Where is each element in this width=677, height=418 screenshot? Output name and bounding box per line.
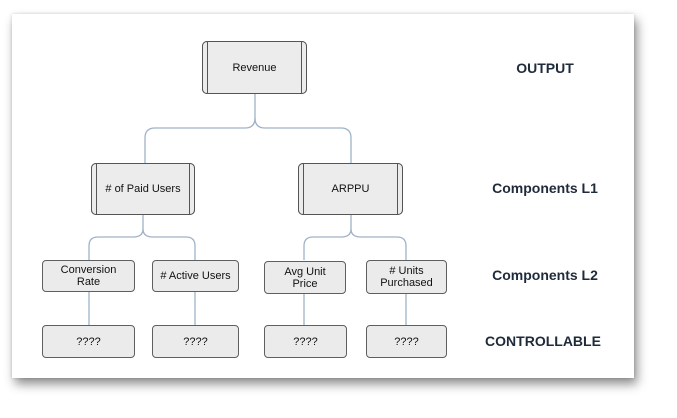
controllable-label-1: ????: [76, 335, 101, 348]
level-label-components-l2: Components L2: [492, 267, 598, 283]
avg-unit-price-node[interactable]: Avg Unit Price: [264, 261, 346, 294]
avg-unit-price-label: Avg Unit Price: [284, 265, 326, 290]
conversion-rate-label: Conversion Rate: [60, 264, 117, 288]
arppu-node[interactable]: ARPPU: [298, 163, 403, 215]
controllable-label-3: ????: [293, 335, 318, 348]
controllable-label-4: ????: [394, 335, 419, 348]
conversion-rate-node[interactable]: Conversion Rate: [42, 260, 135, 292]
controllable-label-2: ????: [183, 335, 208, 348]
units-purchased-label: # Units Purchased: [380, 265, 433, 289]
controllable-node-2[interactable]: ????: [152, 325, 239, 358]
controllable-node-1[interactable]: ????: [42, 325, 135, 358]
controllable-node-4[interactable]: ????: [366, 325, 447, 358]
level-label-components-l1: Components L1: [492, 180, 598, 196]
arppu-label: ARPPU: [331, 183, 370, 195]
controllable-node-3[interactable]: ????: [264, 325, 347, 358]
level-label-output: OUTPUT: [516, 60, 574, 76]
active-users-label: # Active Users: [160, 270, 231, 282]
level-label-controllable: CONTROLLABLE: [485, 333, 601, 349]
paid-users-label: # of Paid Users: [105, 183, 181, 195]
active-users-node[interactable]: # Active Users: [152, 260, 239, 292]
revenue-node[interactable]: Revenue: [202, 41, 307, 94]
units-purchased-node[interactable]: # Units Purchased: [366, 260, 447, 294]
revenue-label: Revenue: [232, 61, 277, 74]
paid-users-node[interactable]: # of Paid Users: [91, 163, 195, 215]
